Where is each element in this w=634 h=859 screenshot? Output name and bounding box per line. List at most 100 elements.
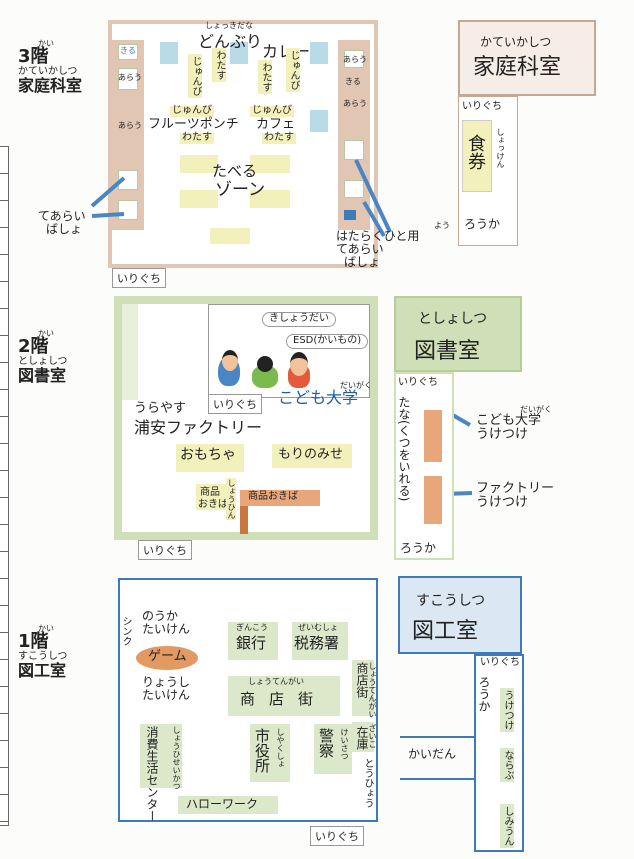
cafe-junbi: じゅんび — [250, 105, 294, 117]
room3-sink-2 — [118, 200, 138, 220]
station-3-top — [310, 42, 328, 64]
noka-2: たいけん — [142, 621, 191, 636]
shopko-label: 商店街 — [355, 662, 369, 698]
shop-label: 商店街 — [240, 690, 328, 708]
room1-right-title: 図工室 — [412, 619, 479, 644]
keisatsu-box — [314, 724, 352, 774]
shopko-box — [352, 660, 374, 716]
fruit-watasu: わたす — [180, 132, 214, 144]
tearai-2: ばしょ — [46, 221, 83, 236]
uketsuke-label: うけつけ — [500, 688, 514, 732]
noka-label: のうか たいけん — [142, 610, 190, 635]
room2-shelf-left — [122, 304, 138, 400]
factory-uketsuke: ファクトリー うけつけ — [476, 482, 554, 509]
room3-entrance[interactable]: いりぐち — [112, 268, 166, 288]
fruit-junbi: じゅんび — [170, 105, 214, 117]
taberu-label: たべる — [212, 162, 258, 180]
room3-right-counter — [338, 40, 370, 230]
room1-entrance[interactable]: いりぐち — [310, 826, 364, 846]
toko-label: とうひょう — [362, 758, 373, 808]
room2-kodomo-ruby: だいがく — [340, 381, 372, 390]
curry-watasu: わたす — [258, 60, 272, 94]
fruit-label: フルーツポンチ — [148, 117, 239, 132]
mori-label: もりのみせ — [278, 447, 344, 462]
curry-junbi: じゅんび — [286, 48, 300, 92]
ticket-ruby: しょっけん — [496, 128, 505, 168]
arau-label: あらう — [118, 73, 142, 82]
shop-ruby: しょうてんがい — [248, 677, 304, 686]
margin-table — [0, 146, 9, 826]
kiru-label-2: きる — [345, 77, 361, 86]
room3-right-entrance: いりぐち — [462, 101, 502, 112]
factory-desk — [424, 476, 442, 524]
hello-label: ハローワーク — [186, 797, 259, 811]
room3-sink-1 — [118, 170, 138, 190]
donburi-label: どんぶり — [198, 32, 263, 51]
noka-1: のうか — [142, 609, 179, 623]
zone-label: ゾーン — [215, 180, 266, 200]
zaiko-label: 在庫 — [355, 726, 369, 750]
room2-right-entrance: いりぐち — [398, 377, 438, 388]
mori-table — [272, 444, 352, 468]
hataraku-label: よう はたらくひと用 てあらい ばしょ — [336, 221, 450, 269]
room2-entrance[interactable]: いりぐち — [138, 540, 192, 560]
room3-right-box — [458, 20, 596, 96]
child-2 — [252, 366, 278, 388]
cafe-watasu: わたす — [262, 132, 296, 144]
shelf-label: たな(くつをいれる) — [397, 396, 411, 502]
hataraku-ruby: よう — [434, 221, 450, 230]
shop-box — [228, 676, 340, 716]
shopko-ruby: しょうてんがい — [368, 662, 377, 718]
shohin-1: しょうひん — [226, 478, 236, 520]
room3-right-title: 家庭科室 — [473, 55, 562, 80]
room2-corridor — [394, 372, 454, 560]
tax-box — [292, 622, 348, 660]
room3-right-sink-2 — [344, 180, 364, 198]
table-4 — [250, 190, 290, 208]
kodomo-uketsuke-ruby: だいがく — [520, 405, 552, 414]
tax-ruby: ぜいむしょ — [298, 623, 338, 632]
bank-box — [228, 622, 278, 660]
factory-uketsuke-2: うけつけ — [476, 494, 529, 510]
zaiko-ruby: ざいこ — [368, 724, 377, 748]
shiyakusho-label: 市役所 — [253, 728, 271, 773]
table-1 — [180, 155, 218, 173]
ticket-label: 食券 — [465, 134, 486, 170]
table-2 — [250, 155, 290, 173]
floor2-label: かい 2階 としょしつ 図書室 — [18, 329, 68, 385]
shohin-main-post — [240, 506, 248, 534]
room3-blue-marker — [344, 210, 356, 220]
urayasu-label: うらやす — [134, 401, 187, 416]
ryoshi-2: たいけん — [142, 687, 191, 702]
donburi-watasu: わたす — [212, 48, 226, 82]
shohi-ruby: しょうひせいかつ — [172, 726, 181, 790]
zaiko-box — [352, 722, 374, 752]
kaidan-label: かいだん — [408, 747, 457, 761]
kodomo-uketsuke-1: こども大学 — [476, 413, 542, 429]
room2-right-title-kana: としょしつ — [418, 311, 488, 327]
child-3-head — [290, 352, 308, 376]
room3-kiru-box — [118, 44, 138, 60]
hello-box — [178, 796, 278, 814]
hataraku-3: ばしょ — [344, 254, 381, 269]
factory-uketsuke-1: ファクトリー — [476, 481, 555, 496]
table-5 — [210, 228, 250, 244]
tearai-label: てあらい ばしょ — [38, 210, 86, 235]
shohin-main-box — [240, 490, 320, 506]
ryoshi-1: りょうし — [142, 675, 191, 689]
shohi-box — [140, 724, 182, 788]
room3-arau-box — [118, 68, 138, 90]
factory-label: 浦安ファクトリー — [134, 418, 263, 437]
room2-inner-entrance[interactable]: いりぐち — [208, 394, 262, 414]
ticket-box — [462, 120, 492, 192]
omocha-label: おもちゃ — [180, 447, 236, 463]
shohin-3: おきば — [198, 499, 228, 510]
shiyakusho-ruby: しやくしょ — [276, 728, 285, 768]
room3-right-box-1 — [344, 50, 364, 68]
child-1-head — [222, 350, 238, 371]
game-label: ゲーム — [148, 649, 187, 664]
station-2-top — [230, 42, 248, 64]
kisho-label: きしょうだい — [262, 312, 336, 327]
arau-label-2: あらう — [118, 121, 142, 130]
omocha-table — [176, 444, 244, 472]
